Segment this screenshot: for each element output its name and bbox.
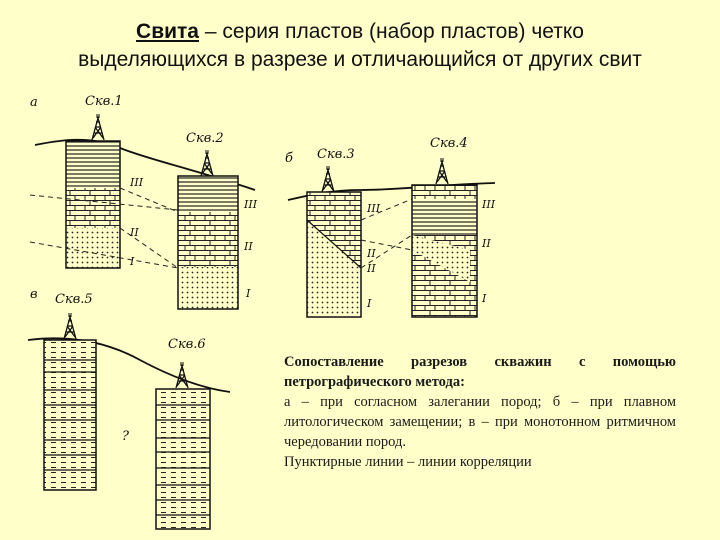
panel-label-b: б <box>285 151 293 166</box>
well-2-layer-I <box>178 267 238 309</box>
well-3-label: Скв.3 <box>317 147 355 162</box>
well-2-layer-II <box>178 212 238 267</box>
derrick-icon <box>63 312 77 340</box>
layer-label-II: II <box>366 262 376 275</box>
correlation-lines-b <box>360 198 413 269</box>
layer-label-I: I <box>245 287 251 300</box>
derrick-icon <box>91 113 105 141</box>
caption-title: Сопоставление разрезов скважин с помощью… <box>284 354 676 390</box>
well-4-layer-III <box>412 199 477 235</box>
panel-label-a: а <box>30 95 38 110</box>
well-4-column <box>411 184 478 318</box>
well-6-layers <box>156 389 210 529</box>
panel-a: а Скв.1 Скв.2 III II I III II I <box>29 94 258 310</box>
caption-body: а – при согласном залегании пород; б – п… <box>284 394 676 450</box>
derrick-icon <box>175 361 189 389</box>
caption-legend: Пунктирные линии – линии корреляции <box>284 454 532 470</box>
well-5-layers <box>44 340 96 490</box>
layer-label-II: II <box>481 237 491 250</box>
title-line-1: Свита – серия пластов (набор пластов) че… <box>0 18 720 46</box>
layer-label-III: III <box>366 202 381 215</box>
layer-label-II: II <box>129 226 139 239</box>
slide-title: Свита – серия пластов (набор пластов) че… <box>0 18 720 74</box>
layer-label-I: I <box>481 292 487 305</box>
layer-label-III: III <box>481 198 496 211</box>
derrick-icon <box>321 165 335 193</box>
well-4-label: Скв.4 <box>430 136 468 151</box>
derrick-icon <box>200 149 214 177</box>
figure-caption: Сопоставление разрезов скважин с помощью… <box>284 352 676 472</box>
layer-label-III: III <box>129 176 144 189</box>
layer-label-I: I <box>366 297 372 310</box>
well-4-layer-top <box>412 185 477 199</box>
well-6-column <box>155 388 211 530</box>
correlation-lines-a <box>29 187 179 269</box>
layer-label-II: II <box>243 240 253 253</box>
layer-label-III: III <box>243 198 258 211</box>
well-1-column <box>65 140 121 269</box>
panel-label-v: в <box>30 287 38 302</box>
well-6-label: Скв.6 <box>168 337 206 352</box>
well-5-label: Скв.5 <box>55 292 93 307</box>
well-5-column <box>43 339 97 491</box>
unknown-correlation-mark: ? <box>122 429 130 444</box>
panel-v: в Скв.5 Скв.6 ? <box>27 287 231 530</box>
well-3-column <box>306 191 362 318</box>
well-1-layer-II <box>66 188 120 228</box>
title-term: Свита <box>136 20 199 43</box>
well-1-layer-I <box>66 228 120 268</box>
well-1-layer-III <box>66 141 120 188</box>
well-1-label: Скв.1 <box>85 94 123 109</box>
derrick-icon <box>435 157 449 185</box>
well-4-layer-II-wedge <box>412 235 470 282</box>
title-line-2: выделяющихся в разрезе и отличающийся от… <box>78 48 642 71</box>
layer-label-II: II <box>366 247 376 260</box>
layer-label-I: I <box>129 255 135 268</box>
title-definition-start: – серия пластов (набор пластов) четко <box>198 20 584 43</box>
well-3-layer-III <box>307 192 361 220</box>
well-2-column <box>177 175 239 310</box>
well-2-layer-III <box>178 176 238 212</box>
panel-b: б Скв.3 Скв.4 III II II I III II I <box>285 136 496 318</box>
well-2-label: Скв.2 <box>186 131 224 146</box>
ground-surface-v <box>27 337 231 393</box>
